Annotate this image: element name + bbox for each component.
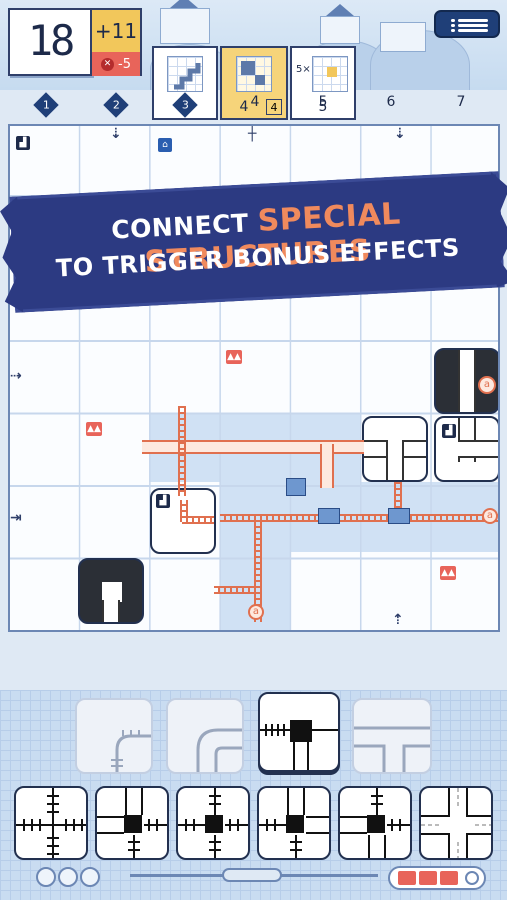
round-7: 7 [456,94,466,110]
placed-tile: a [434,348,498,414]
house-decoration [160,8,210,44]
road-segment [142,440,364,454]
roof-decoration [170,0,198,8]
pattern-stairs-icon [167,56,203,92]
ornament-icon [222,868,282,882]
round-5: 5 [318,94,328,110]
score-display: 18 [8,8,92,76]
rail-segment [220,514,498,522]
card-label: 4 [239,99,249,115]
round-tracker: 1 2 3 4 5 6 7 [0,92,507,118]
piece-station-cross[interactable] [257,786,331,860]
factory-icon: ▲▲ [86,422,102,436]
exit-arrow-icon: ⇣ [394,126,406,142]
factory-icon [398,871,416,885]
card-label: 5 [318,99,328,115]
card-prefix: 5× [296,64,311,75]
round-3: 3 [172,92,198,118]
marker-a: a [478,376,496,394]
placed-tile: ▟ [150,488,216,554]
placed-tile [362,416,428,482]
house-decoration [320,16,360,44]
bonus-positive: +11 [92,10,140,52]
exit-arrow-icon: ⇣ [110,126,122,142]
marker-a: a [248,604,264,620]
station-badge-icon: ▟ [16,136,30,150]
bonus-negative: -5 [118,56,131,72]
marker-a: a [482,508,498,524]
score-value: 18 [27,16,76,65]
card-round-4[interactable]: 4 4 [220,46,288,120]
rail-segment [394,482,402,518]
bonus-display: +11 ✕ -5 [92,8,142,76]
bonus-negative-row: ✕ -5 [92,52,140,76]
pattern-block-icon [236,56,272,92]
menu-button[interactable] [434,10,500,38]
pattern-grid-icon [312,56,349,92]
piece-station-cross[interactable] [176,786,250,860]
page-dot[interactable] [58,867,78,887]
page-dots[interactable] [36,867,100,887]
station-icon [318,508,340,524]
round-6: 6 [386,94,396,110]
page-dot[interactable] [80,867,100,887]
placed-tile [78,558,144,624]
piece-road-cross[interactable] [419,786,493,860]
round-4: 4 [250,94,260,110]
piece-station-rail[interactable] [258,692,340,772]
piece-station-cross[interactable] [95,786,169,860]
piece-curve-rail[interactable] [75,698,153,774]
rail-segment [214,586,258,594]
error-icon: ✕ [101,57,115,71]
piece-road-corner[interactable] [166,698,244,774]
card-extra: 4 [266,99,282,115]
house-badge-icon: ⌂ [158,138,172,152]
page-dot[interactable] [36,867,56,887]
piece-road-t[interactable] [352,698,432,774]
piece-station-cross[interactable] [338,786,412,860]
toggle-circle-icon [465,871,479,885]
factory-icon [440,871,458,885]
rail-segment [178,406,186,496]
factory-icon: ▲▲ [440,566,456,580]
placed-tile: ▟ [434,416,498,482]
round-2: 2 [103,92,129,118]
round-1: 1 [33,92,59,118]
station-icon [388,508,410,524]
factory-icon: ▲▲ [226,350,242,364]
rail-segment [254,518,262,622]
card-round-5[interactable]: 5× 5 [290,46,356,120]
piece-rail-cross[interactable] [14,786,88,860]
house-decoration [380,22,426,52]
road-segment [320,444,334,488]
special-structures-counter[interactable] [388,866,486,890]
factory-icon [419,871,437,885]
station-building-icon [286,478,306,496]
exit-arrow-icon: ⇡ [392,612,404,628]
menu-icon [458,19,488,22]
roof-decoration [326,4,354,16]
exit-arrow-icon: ┼ [248,126,257,142]
exit-arrow-icon: ⇢ [10,368,22,384]
exit-arrow-icon: ⇥ [10,510,22,526]
